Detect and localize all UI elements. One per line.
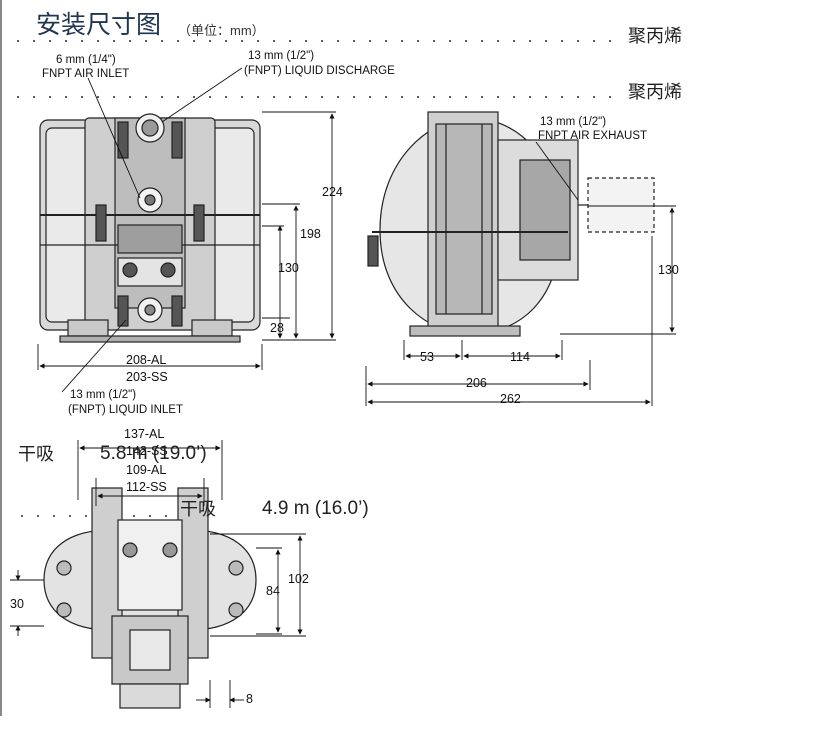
dim-bottom-84: 84	[266, 584, 280, 598]
liquid-inlet-size: 13 mm (1/2")	[70, 389, 137, 401]
dim-bottom-w1-ss: 142-SS	[126, 444, 168, 458]
dim-front-width-al: 208-AL	[126, 353, 167, 367]
dim-bottom-w2-ss: 112-SS	[126, 480, 167, 494]
front-dimensions	[37, 67, 336, 393]
dim-bottom-w2-al: 109-AL	[126, 463, 167, 477]
bottom-view	[43, 487, 257, 709]
dotted-leader-row-2	[10, 96, 620, 98]
bottom-dimensions	[10, 440, 306, 708]
air-exhaust-name: FNPT AIR EXHAUST	[538, 130, 648, 142]
dry-suction-value-2: 4.9 m (16.0’)	[262, 498, 369, 519]
page-title: 安装尺寸图	[36, 10, 162, 39]
liquid-inlet-name: (FNPT) LIQUID INLET	[68, 404, 184, 416]
air-inlet-size: 6 mm (1/4")	[56, 54, 116, 66]
dim-side-114: 114	[510, 350, 530, 364]
unit-note: （单位：mm）	[178, 23, 265, 38]
air-exhaust-size: 13 mm (1/2")	[540, 116, 607, 128]
dim-side-206: 206	[466, 376, 487, 390]
material-label-row-2: 聚丙烯	[628, 82, 682, 103]
dim-front-28: 28	[270, 321, 284, 335]
dry-suction-value-1: 5.8 m (19.0’)	[100, 443, 207, 464]
side-view	[367, 111, 655, 337]
liquid-discharge-name: (FNPT) LIQUID DISCHARGE	[244, 65, 395, 77]
dim-bottom-8: 8	[246, 692, 253, 706]
dim-bottom-30: 30	[10, 597, 24, 611]
dim-front-198: 198	[300, 227, 321, 241]
dim-front-130: 130	[278, 261, 299, 275]
dim-front-224: 224	[322, 185, 343, 199]
liquid-discharge-size: 13 mm (1/2")	[248, 50, 315, 62]
dim-side-53: 53	[420, 350, 434, 364]
material-label-row-1: 聚丙烯	[628, 26, 682, 47]
dry-suction-label-1: 干吸	[18, 444, 54, 465]
air-inlet-name: FNPT AIR INLET	[42, 68, 130, 80]
dim-side-262: 262	[500, 392, 521, 406]
dim-bottom-w1-al: 137-AL	[124, 427, 165, 441]
side-dimensions	[365, 141, 676, 406]
dry-suction-label-2: 干吸	[180, 499, 216, 520]
dim-side-130: 130	[658, 263, 679, 277]
dotted-leader-row-1	[10, 40, 620, 42]
dim-bottom-102: 102	[288, 572, 309, 586]
front-view	[39, 113, 261, 343]
dim-front-width-ss: 203-SS	[126, 370, 168, 384]
left-edge-rule	[0, 0, 2, 716]
